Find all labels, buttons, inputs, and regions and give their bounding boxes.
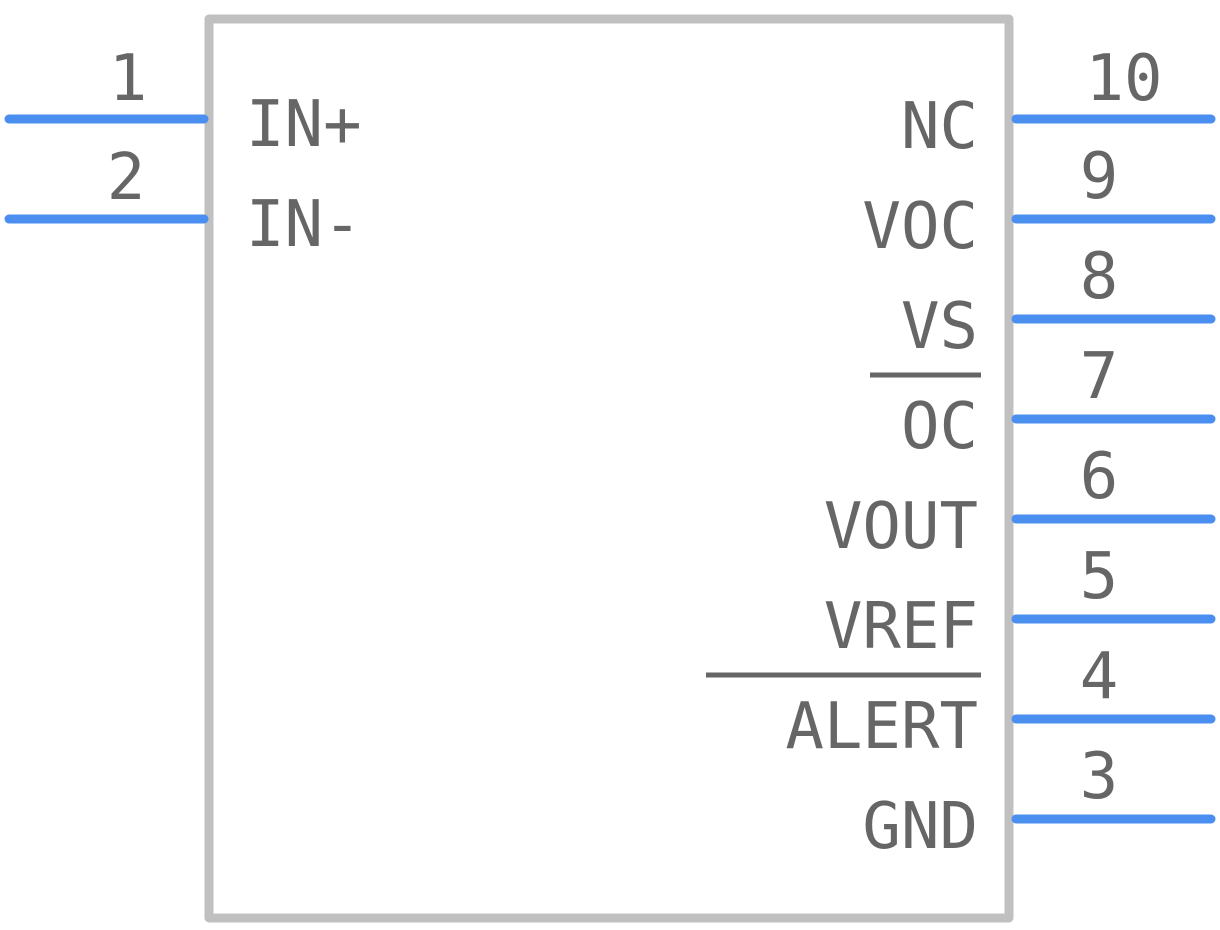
pin-8-number: 8	[1080, 240, 1119, 314]
pin-2-name: IN-	[246, 188, 362, 262]
pin-5: 5 VREF	[824, 540, 1216, 664]
pin-8-name: VS	[901, 290, 978, 364]
pin-9: 9 VOC	[862, 140, 1216, 264]
pin-4-name: ALERT	[785, 690, 978, 764]
pin-3: 3 GND	[862, 740, 1216, 864]
pin-4-number: 4	[1080, 640, 1119, 714]
pin-4: 4 ALERT	[706, 640, 1216, 764]
pin-1-number: 1	[109, 42, 148, 116]
pin-7: 7 OC	[870, 340, 1216, 464]
pin-9-name: VOC	[862, 190, 978, 264]
pin-10-name: NC	[901, 90, 978, 164]
pin-2: 2 IN-	[4, 141, 362, 262]
pin-6: 6 VOUT	[824, 440, 1216, 564]
pin-8: 8 VS	[901, 240, 1216, 364]
pin-1-name: IN+	[246, 88, 362, 162]
pin-6-number: 6	[1080, 440, 1119, 514]
pin-3-name: GND	[862, 790, 978, 864]
pin-5-number: 5	[1080, 540, 1119, 614]
pin-10: 10 NC	[901, 42, 1216, 164]
pin-10-number: 10	[1085, 42, 1162, 116]
component-body	[204, 14, 1014, 923]
pin-3-number: 3	[1080, 740, 1119, 814]
pin-5-name: VREF	[824, 590, 978, 664]
pin-2-number: 2	[107, 141, 146, 215]
pin-7-number: 7	[1080, 340, 1119, 414]
pin-6-name: VOUT	[824, 490, 978, 564]
pin-9-number: 9	[1080, 140, 1119, 214]
pin-1: 1 IN+	[4, 42, 362, 162]
pin-7-name: OC	[901, 390, 978, 464]
